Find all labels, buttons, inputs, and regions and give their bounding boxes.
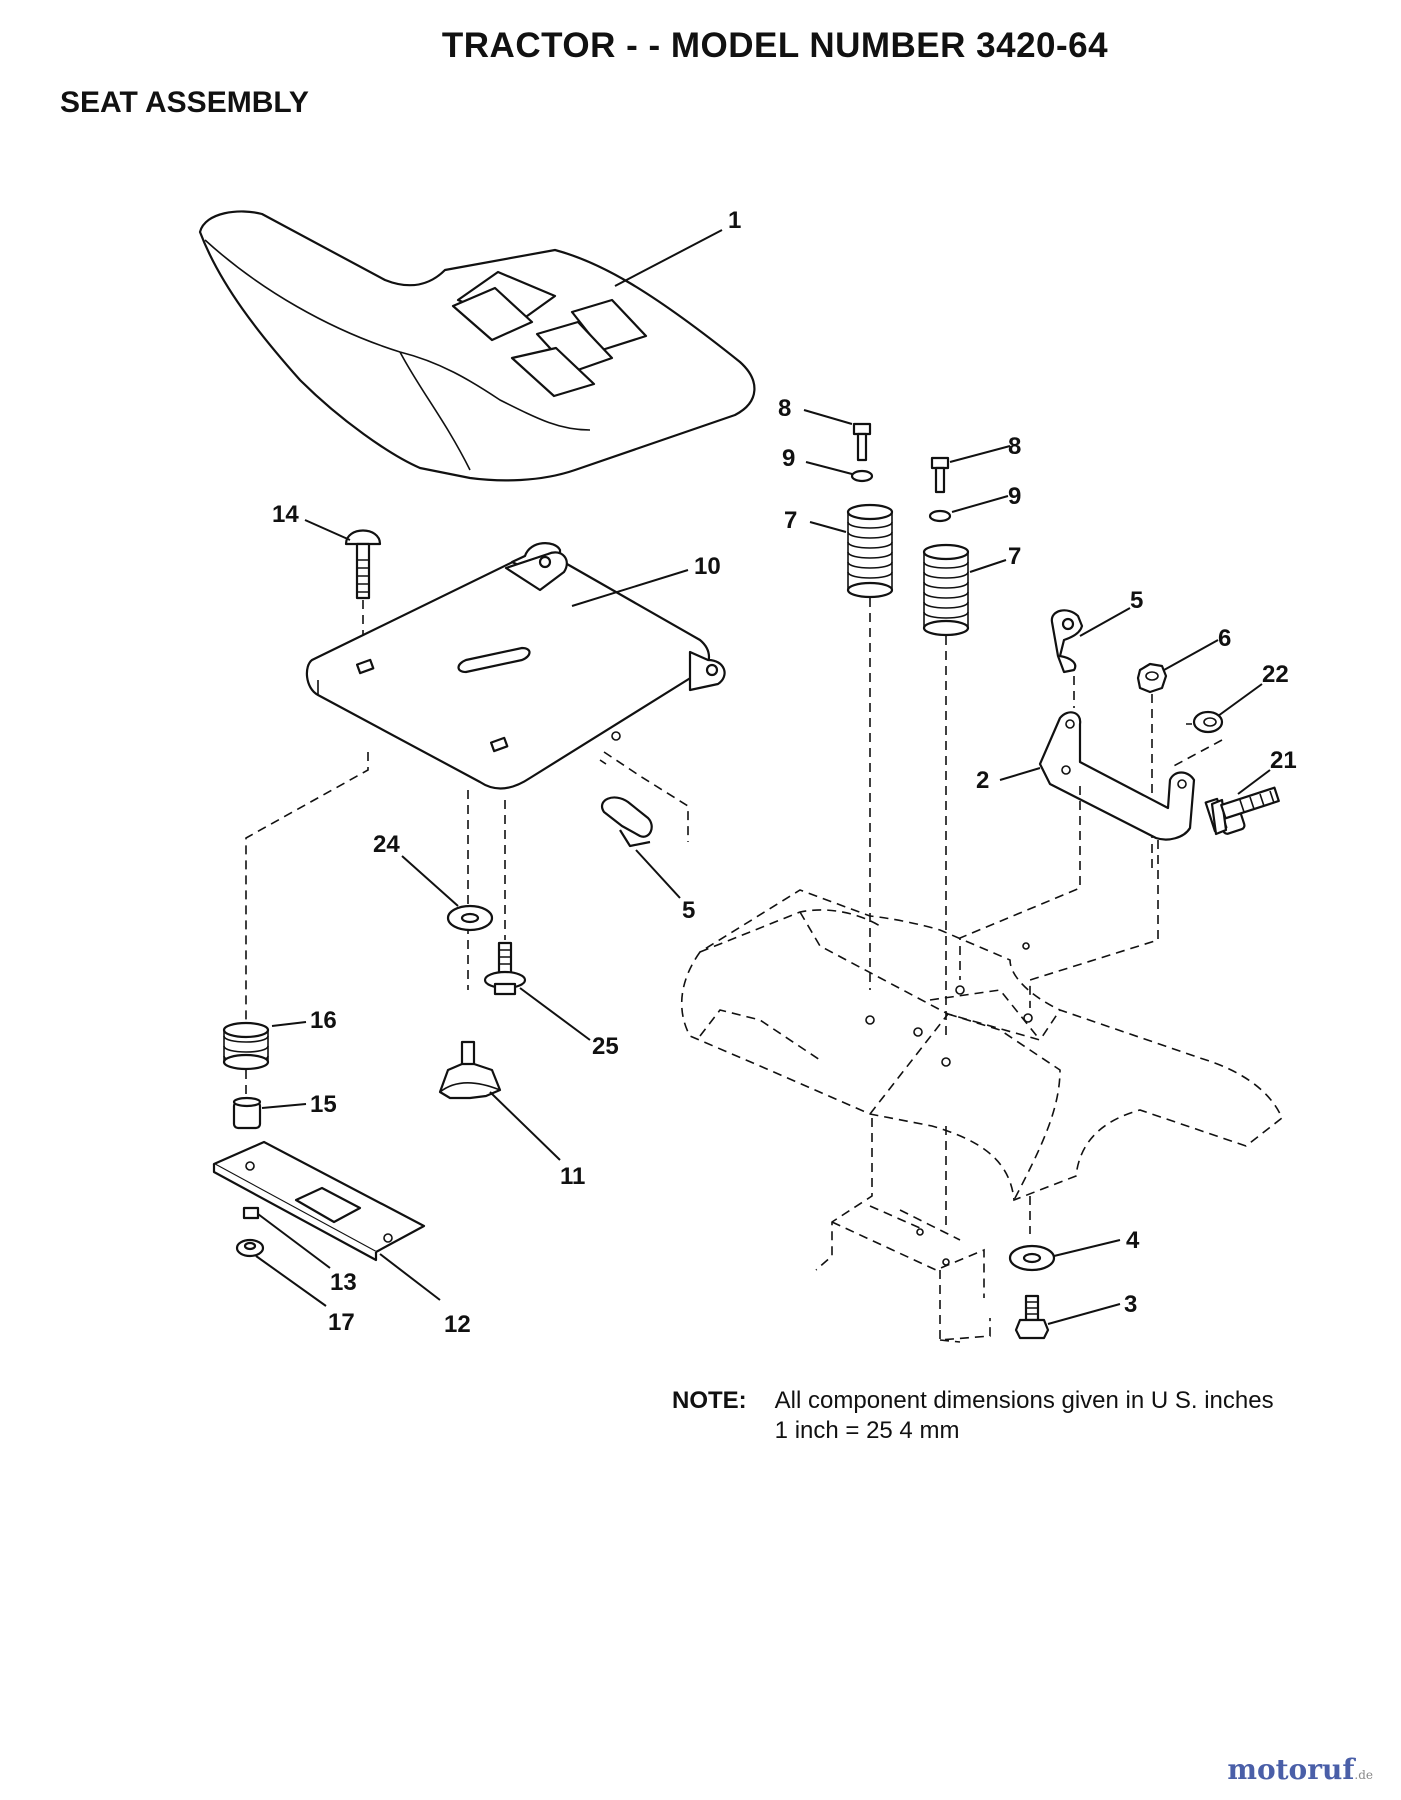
callout-11: 11 [560, 1163, 585, 1190]
watermark-logo: motoruf.de [1227, 1753, 1373, 1786]
watermark-suffix: .de [1354, 1768, 1373, 1782]
coil-spring-right-part [922, 543, 970, 637]
frame-washer-part [1008, 1244, 1056, 1272]
leader-line-11 [489, 1091, 561, 1161]
slide-plate-part [212, 1140, 426, 1262]
bracket-bolt-part [1204, 786, 1280, 836]
callout-6: 6 [1218, 625, 1231, 652]
coil-spring-left-part [846, 503, 894, 599]
seat-bracket-part [1038, 711, 1196, 841]
leader-line-12 [379, 1253, 441, 1301]
seat-clip-part [601, 796, 653, 848]
callout-17: 17 [328, 1309, 355, 1336]
seat-part [198, 210, 756, 482]
leader-line-13 [257, 1213, 331, 1269]
note-block: NOTE: All component dimensions given in … [672, 1386, 1274, 1446]
callout-7-left: 7 [784, 507, 797, 534]
watermark-brand: motoruf [1227, 1753, 1355, 1786]
leader-line-10 [571, 569, 689, 607]
frame-bolt-part [1014, 1294, 1050, 1340]
bracket-clip-part [1050, 609, 1084, 674]
callout-13: 13 [330, 1269, 357, 1296]
callout-16: 16 [310, 1007, 337, 1034]
leader-line-7-left [809, 521, 847, 533]
leader-line-8-left [803, 409, 853, 425]
callout-9-left: 9 [782, 445, 795, 472]
leader-line-7-right [969, 559, 1007, 573]
leader-line-2 [999, 767, 1041, 781]
callout-5-left: 5 [682, 897, 695, 924]
leader-line-21 [1237, 769, 1271, 795]
leader-line-5-right [1079, 607, 1131, 637]
callout-4: 4 [1126, 1227, 1140, 1254]
leader-line-15 [261, 1103, 307, 1109]
note-text: All component dimensions given in U S. i… [775, 1386, 1274, 1446]
leader-line-6 [1163, 639, 1219, 671]
callout-24: 24 [373, 831, 400, 858]
spring-left-part [222, 1021, 270, 1071]
frame-support-outline [815, 1118, 991, 1343]
nut-part [242, 1206, 260, 1220]
note-line-2: 1 inch = 25 4 mm [774, 1417, 960, 1444]
section-title: SEAT ASSEMBLY [60, 86, 309, 119]
callout-14: 14 [272, 501, 299, 528]
leader-line-24 [401, 855, 459, 907]
leader-line-22 [1217, 683, 1263, 717]
note-label: NOTE: [672, 1387, 747, 1414]
callout-7-right: 7 [1008, 543, 1021, 570]
callout-2: 2 [976, 767, 989, 794]
callout-1: 1 [728, 207, 741, 234]
shoulder-bolt-part [483, 941, 527, 996]
bushing-part [232, 1096, 262, 1130]
leader-line-17 [255, 1255, 327, 1307]
callout-5-right: 5 [1130, 587, 1143, 614]
leader-line-3 [1047, 1303, 1121, 1325]
leader-line-9-right [951, 495, 1009, 513]
leader-line-9-left [805, 461, 853, 475]
leader-line-4 [1053, 1239, 1121, 1257]
callout-8-right: 8 [1008, 433, 1021, 460]
page-title: TRACTOR - - MODEL NUMBER 3420-64 [441, 26, 1109, 65]
callout-22: 22 [1262, 661, 1289, 688]
callout-9-right: 9 [1008, 483, 1021, 510]
seat-pan-part [305, 542, 726, 790]
spring-washer-right-part [928, 509, 952, 523]
callout-25: 25 [592, 1033, 619, 1060]
hex-nut-part [1136, 662, 1168, 694]
note-line-1: All component dimensions given in U S. i… [774, 1387, 1274, 1414]
washer-part [446, 904, 494, 932]
callout-15: 15 [310, 1091, 337, 1118]
callout-12: 12 [444, 1311, 471, 1338]
adjustment-knob-part [438, 1040, 502, 1100]
carriage-bolt-part [344, 529, 382, 600]
seat-cushion-pattern [451, 270, 648, 398]
locknut-part [235, 1238, 265, 1258]
leader-line-5-left [635, 849, 681, 899]
leader-line-25 [519, 987, 591, 1041]
spring-bolt-left-part [852, 422, 872, 462]
callout-21: 21 [1270, 747, 1297, 774]
callout-3: 3 [1124, 1291, 1137, 1318]
callout-10: 10 [694, 553, 721, 580]
leader-line-16 [271, 1021, 307, 1027]
leader-line-1 [614, 229, 723, 287]
spring-washer-left-part [850, 469, 874, 483]
spring-bolt-right-part [930, 456, 950, 494]
flange-nut-part [1192, 710, 1224, 734]
callout-8-left: 8 [778, 395, 791, 422]
leader-line-8-right [949, 445, 1011, 463]
tractor-frame-outline [680, 889, 1283, 1202]
leader-line-14 [304, 519, 351, 541]
